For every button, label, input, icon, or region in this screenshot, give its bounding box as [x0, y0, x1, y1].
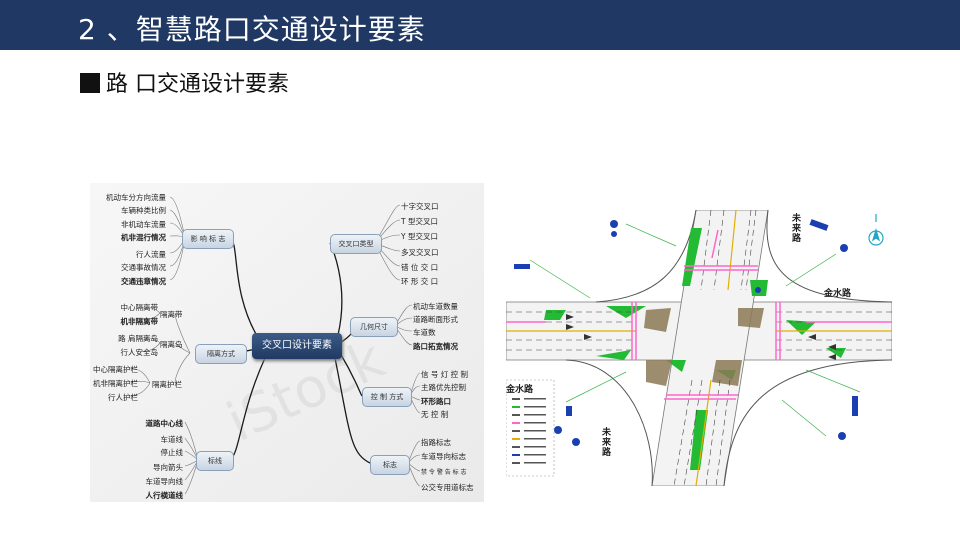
- mindmap-leaf: 行人流量: [136, 250, 166, 259]
- mindmap-leaf: 指路标志: [421, 438, 451, 447]
- mindmap-leaf: 主路优先控制: [421, 383, 466, 392]
- mindmap-leaf: 多叉交叉口: [401, 248, 439, 257]
- mindmap-subnode: 隔离护栏: [152, 380, 182, 389]
- mindmap-leaf: T 型交叉口: [401, 217, 438, 226]
- section-subtitle-text: 路 口交通设计要素: [106, 72, 289, 97]
- mindmap-subnode: 隔离岛: [160, 340, 183, 349]
- mindmap-leaf: 中心隔离护栏: [93, 365, 138, 374]
- mindmap-leaf: 道路断面形式: [413, 315, 458, 324]
- mindmap-leaf: 中心隔离带: [120, 303, 159, 312]
- mindmap-leaf: 环 形 交 口: [401, 277, 439, 286]
- mindmap-leaf: 机非混行情况: [121, 233, 166, 242]
- mindmap-leaf: 道路中心线: [145, 419, 184, 428]
- mindmap-leaf: 禁 令 警 告 标 志: [421, 469, 467, 476]
- mindmap-leaf: 路口拓宽情况: [413, 342, 458, 351]
- mindmap-leaf: Y 型交叉口: [401, 232, 438, 241]
- mindmap-leaf: 停止线: [160, 448, 184, 457]
- mindmap-leaf: 信 号 灯 控 制: [421, 370, 469, 379]
- mindmap-leaf: 车道数: [413, 328, 436, 337]
- mindmap-leaf: 交通违章情况: [121, 277, 166, 286]
- mindmap-leaf: 机动车道数量: [413, 302, 458, 311]
- mindmap-leaf: 错 位 交 口: [401, 263, 439, 272]
- mindmap-leaf: 十字交叉口: [401, 202, 439, 211]
- mindmap-subnode: 隔离带: [160, 310, 183, 319]
- mindmap-leaf: 行人安全岛: [120, 348, 159, 357]
- mindmap-center-node: 交叉口设计要素: [252, 333, 342, 359]
- road-label-jinshui-west: 金水路: [506, 385, 534, 395]
- mindmap-leaf: 机非隔离护栏: [93, 379, 138, 388]
- mindmap-leaf: 非机动车流量: [121, 220, 166, 229]
- mindmap-leaf: 机非隔离带: [120, 317, 159, 326]
- mindmap-node-control: 控 制 方式: [362, 387, 412, 407]
- mindmap-leaf: 交通事故情况: [121, 263, 166, 272]
- mindmap-node-geometry: 几何尺寸: [350, 317, 398, 337]
- mindmap-leaf: 机动车分方向流量: [106, 193, 166, 202]
- mindmap-leaf: 无 控 制: [421, 410, 449, 419]
- mindmap-leaf: 车道导向标志: [421, 452, 466, 461]
- mindmap-leaf: 环形路口: [421, 397, 451, 406]
- mindmap-leaf: 车道导向线: [145, 477, 184, 486]
- intersection-drawing: [505, 209, 893, 487]
- road-label-weilai-south: 未来路: [602, 428, 612, 458]
- mindmap-node-separation: 隔离方式: [195, 344, 247, 364]
- mindmap-node-signs: 标志: [370, 455, 410, 475]
- square-bullet-icon: [80, 73, 100, 93]
- mindmap-leaf: 行人护栏: [108, 393, 138, 402]
- road-label-jinshui-east: 金水路: [824, 289, 852, 299]
- mindmap-leaf: 人行横道线: [145, 491, 184, 500]
- mindmap-leaf: 导向箭头: [153, 463, 183, 472]
- mindmap-leaf: 公交专用道标志: [421, 483, 474, 492]
- header-bar: 2 、智慧路口交通设计要素: [0, 0, 960, 50]
- section-subtitle: 路 口交通设计要素: [80, 66, 289, 98]
- mindmap-node-impact: 影 响 标 志: [182, 229, 234, 249]
- mindmap-node-intersection-type: 交叉口类型: [330, 234, 382, 254]
- road-label-weilai-north: 未来路: [792, 214, 802, 244]
- mindmap-leaf: 车辆种类比例: [121, 206, 166, 215]
- mindmap-leaf: 路 肩隔离岛: [118, 334, 158, 343]
- compass-icon: [868, 214, 884, 246]
- mindmap-figure: iStock 交叉口设计要素 影 响 标 志 机动车分方向流量 车辆种类比例 非…: [90, 183, 484, 502]
- mindmap-node-markings: 标线: [196, 451, 234, 471]
- mindmap-leaf: 车道线: [160, 435, 184, 444]
- slide-title: 2 、智慧路口交通设计要素: [78, 13, 426, 46]
- intersection-diagram: 未来路 金水路 金水路 未来路: [505, 209, 893, 487]
